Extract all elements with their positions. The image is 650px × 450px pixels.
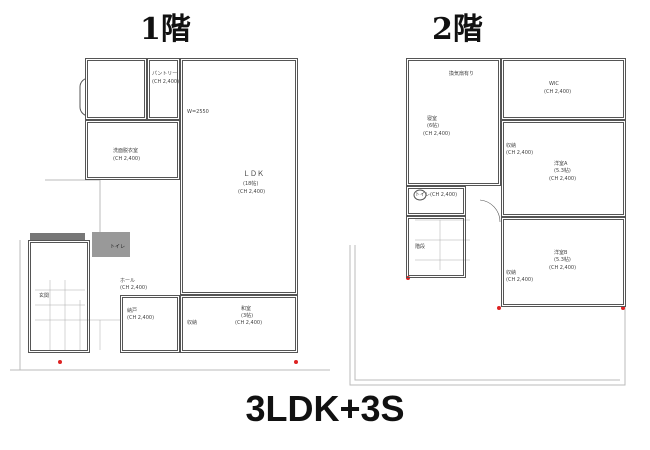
japanese-room: 和室 (3帖) (CH 2,400) 収納 (180, 295, 298, 353)
japanese-size: (3帖) (241, 313, 254, 319)
western-b-ch: (CH 2,400) (549, 265, 577, 271)
bedroom-ch: (CH 2,400) (423, 131, 451, 137)
storage-label: 収納 (187, 320, 198, 326)
stairs-label: 階段 (415, 244, 426, 250)
pantry: パントリー (CH 2,400) (147, 58, 180, 120)
toilet-2f: トイレ(CH 2,400) (406, 186, 466, 216)
wic-ch: (CH 2,400) (544, 89, 572, 95)
japanese-ch: (CH 2,400) (235, 320, 263, 326)
entrance-label: 玄関 (39, 293, 50, 299)
western-a-label: 洋室A (554, 161, 568, 167)
western-room-b: 収納 (CH 2,400) 洋室B (5.3帖) (CH 2,400) (501, 217, 626, 307)
western-room-a: 収納 (CH 2,400) 洋室A (5.3帖) (CH 2,400) (501, 120, 626, 217)
entrance: 玄関 (28, 240, 90, 353)
layout-label: 3LDK+3S (245, 388, 405, 429)
storage-b-ch: (CH 2,400) (506, 277, 534, 283)
bathroom (85, 58, 147, 120)
toilet-2f-label: トイレ(CH 2,400) (415, 192, 458, 198)
hall-label: ホール (120, 278, 136, 284)
hall-ch: (CH 2,400) (120, 285, 148, 291)
western-b-size: (5.3帖) (554, 257, 571, 263)
washroom-label: 洗面脱衣室 (113, 148, 139, 154)
kitchen-label: W=2550 (187, 109, 209, 115)
bedroom: 寝室 (6帖) (CH 2,400) 換気扇有り (406, 58, 501, 186)
ldk: W=2550 ＬＤＫ (18帖) (CH 2,400) (180, 58, 298, 295)
wic: WIC (CH 2,400) (501, 58, 626, 120)
toilet-label: トイレ (110, 244, 126, 250)
floor2-title: 2階 (432, 12, 483, 47)
stairs: 階段 (406, 216, 466, 278)
storage-b-label: 収納 (506, 270, 517, 276)
closet-label: 納戸 (127, 308, 138, 314)
western-a-size: (5.3帖) (554, 168, 571, 174)
closet: 納戸 (CH 2,400) (120, 295, 180, 353)
storage-a-ch: (CH 2,400) (506, 150, 534, 156)
ldk-size: (18帖) (243, 181, 259, 187)
vent-note: 換気扇有り (449, 71, 475, 77)
western-b-label: 洋室B (554, 250, 568, 256)
western-a-ch: (CH 2,400) (549, 176, 577, 182)
japanese-label: 和室 (241, 306, 252, 312)
pantry-ch: (CH 2,400) (152, 79, 180, 85)
wic-label: WIC (549, 81, 559, 87)
bedroom-label: 寝室 (427, 116, 438, 122)
floor1-title: 1階 (140, 12, 191, 47)
storage-a-label: 収納 (506, 143, 517, 149)
closet-ch: (CH 2,400) (127, 315, 155, 321)
ldk-label: ＬＤＫ (243, 170, 264, 178)
washroom-ch: (CH 2,400) (113, 156, 141, 162)
ldk-ch: (CH 2,400) (238, 189, 266, 195)
bedroom-size: (6帖) (427, 123, 440, 129)
washroom: 洗面脱衣室 (CH 2,400) (85, 120, 180, 180)
pantry-label: パントリー (152, 71, 178, 77)
